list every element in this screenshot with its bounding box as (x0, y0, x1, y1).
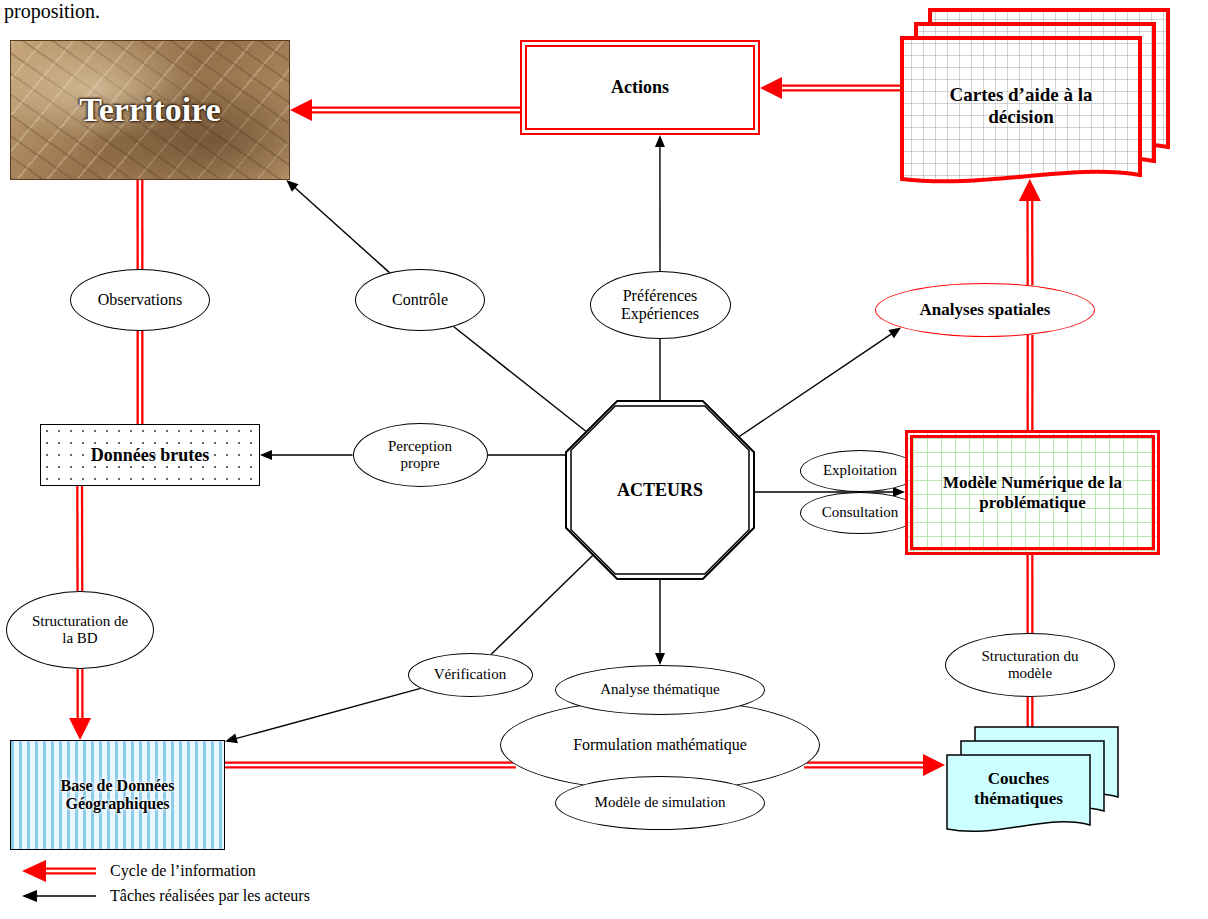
layer-stack: Couches thématiques (945, 725, 1120, 835)
node-text: Cartes d’aide à la décision (946, 84, 1096, 128)
task-connector (260, 450, 353, 460)
task-ellipse: Vérification (408, 653, 533, 697)
node-text: Données brutes (91, 445, 210, 466)
raw-data-box: Données brutes (40, 424, 260, 486)
task-ellipse: Structuration de la BD (6, 591, 154, 669)
node-text: Consultation (822, 504, 899, 521)
node-text: Structuration du modèle (973, 648, 1088, 683)
task-connector (660, 339, 661, 400)
actors-octagon: ACTEURS (565, 400, 755, 580)
task-ellipse: Structuration du modèle (945, 633, 1115, 697)
information-cycle-connector (1019, 179, 1041, 285)
task-ellipse: Consultation (800, 492, 920, 534)
legend-text: Cycle de l’information (110, 862, 256, 880)
node-text: Préférences Expériences (613, 287, 708, 324)
node-text: Exploitation (823, 462, 897, 479)
node-text: Contrôle (392, 291, 448, 309)
model-box: Modèle Numérique de la problématique (905, 430, 1160, 555)
action-box: Actions (520, 40, 760, 135)
map-stack: Cartes d’aide à la décision (900, 8, 1170, 185)
task-connector (225, 688, 421, 743)
information-cycle-connector (290, 99, 520, 121)
page-text: proposition. (4, 0, 100, 23)
node-text: Base de Données Géographiques (60, 777, 175, 814)
information-cycle-connector (804, 754, 945, 776)
legend-samples (0, 850, 110, 910)
task-connector (286, 180, 389, 273)
node-text: Territoire (79, 90, 221, 129)
information-cycle-connector (1030, 335, 1031, 430)
territory-image-box: Territoire (10, 40, 290, 180)
task-connector (491, 556, 592, 655)
database-box: Base de Données Géographiques (10, 740, 225, 850)
node-text: Actions (611, 77, 669, 98)
node-text: Analyses spatiales (920, 300, 1051, 320)
task-ellipse: Modèle de simulation (555, 776, 765, 830)
task-connector (487, 455, 565, 456)
task-ellipse: Analyse thématique (555, 665, 765, 715)
node-text: Structuration de la BD (30, 613, 130, 648)
task-connector (655, 135, 665, 271)
information-cycle-connector (760, 77, 900, 99)
information-cycle-connector (1029, 555, 1030, 633)
node-text: Vérification (434, 666, 506, 683)
node-text: Modèle Numérique de la problématique (933, 473, 1133, 512)
node-text: Couches thématiques (969, 769, 1069, 808)
node-text: Perception propre (378, 438, 463, 473)
task-ellipse: Perception propre (353, 423, 488, 487)
task-connector (739, 327, 901, 436)
node-text: Modèle de simulation (595, 794, 726, 811)
information-cycle-connector (79, 486, 80, 591)
node-text: ACTEURS (617, 480, 703, 501)
node-text: Analyse thématique (600, 681, 720, 698)
task-connector (454, 327, 586, 432)
task-connector (655, 580, 665, 665)
node-text: Observations (98, 291, 182, 309)
task-ellipse: Préférences Expériences (590, 271, 731, 339)
information-cycle-sample (22, 860, 98, 882)
information-cycle-connector (225, 764, 516, 765)
task-arrow-sample (22, 890, 96, 902)
legend-text: Tâches réalisées par les acteurs (110, 887, 310, 905)
information-cycle-connector (139, 331, 140, 424)
task-ellipse: Contrôle (355, 269, 485, 331)
task-ellipse: Observations (70, 269, 210, 331)
task-ellipse: Exploitation (800, 450, 920, 492)
node-text: Formulation mathématique (573, 736, 747, 754)
information-cycle-connector (69, 669, 91, 740)
information-cycle-connector (139, 180, 140, 269)
analysis-ellipse: Analyses spatiales (875, 283, 1095, 337)
